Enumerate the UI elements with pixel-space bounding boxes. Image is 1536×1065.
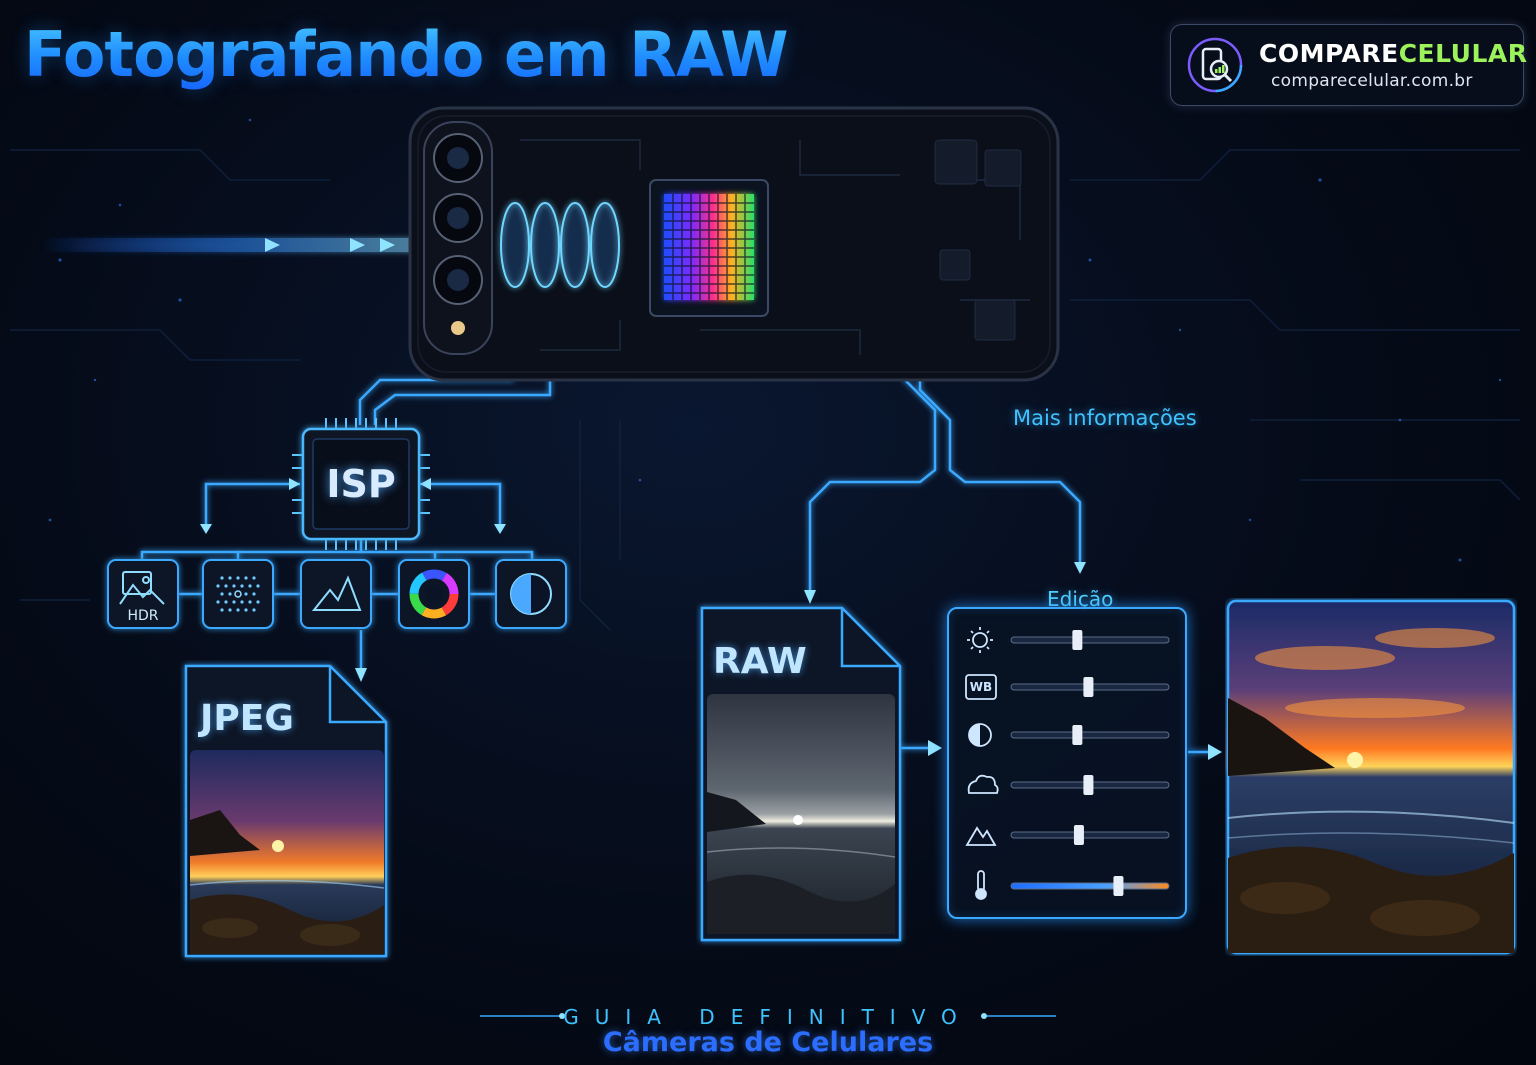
smartphone: [408, 106, 1060, 382]
contrast-icon: [510, 573, 552, 615]
sharpen-mountain-icon: [311, 575, 362, 611]
footer-subtitle: Câmeras de Celulares: [602, 1027, 934, 1058]
brand-name-part-b: CELULAR: [1398, 39, 1528, 68]
wb-text: WB: [969, 680, 993, 694]
footer-kicker: GUIA DEFINITIVO: [563, 1005, 973, 1029]
more-info-label: Mais informações: [1013, 406, 1197, 430]
contrast-icon: [968, 723, 992, 747]
brand-url: comparecelular.com.br: [1271, 71, 1473, 91]
color-wheel-icon: [409, 569, 459, 619]
jpeg-document: [184, 664, 388, 958]
edit-panel: WB: [947, 607, 1187, 919]
temperature-icon: [975, 870, 987, 900]
isp-label: ISP: [326, 462, 396, 506]
slider-knob[interactable]: [1113, 876, 1124, 896]
slider-track: [1010, 636, 1170, 644]
raw-document: [700, 606, 902, 942]
slider-knob[interactable]: [1083, 775, 1094, 795]
slider-knob[interactable]: [1083, 677, 1094, 697]
mountain-icon: [965, 826, 997, 846]
page-title: Fotografando em RAW: [24, 18, 789, 91]
phone-search-icon: [1187, 37, 1243, 93]
brand-name: COMPARECELULAR: [1259, 39, 1527, 68]
hdr-icon: [119, 571, 165, 605]
isp-chip: [292, 418, 430, 550]
hdr-label: HDR: [127, 608, 159, 624]
cloud-icon: [967, 774, 999, 794]
white-balance-icon: [965, 674, 997, 700]
slider-knob[interactable]: [1072, 630, 1083, 650]
edited-photo: [1226, 599, 1516, 955]
slider-knob[interactable]: [1072, 725, 1083, 745]
slider-knob[interactable]: [1073, 825, 1084, 845]
brand-badge[interactable]: COMPARECELULAR comparecelular.com.br: [1170, 24, 1527, 106]
edit-sliders: [965, 627, 1170, 900]
noise-reduction-icon: [216, 576, 260, 612]
jpeg-label: JPEG: [200, 698, 294, 739]
brand-name-part-a: COMPARE: [1259, 39, 1399, 68]
slider-track: [1010, 882, 1170, 890]
slider-track: [1010, 731, 1170, 739]
footer-rule: [480, 1013, 1056, 1019]
brightness-icon: [967, 627, 993, 653]
slider-track: [1010, 831, 1170, 839]
raw-label: RAW: [713, 641, 807, 682]
isp-tools: [107, 559, 567, 629]
